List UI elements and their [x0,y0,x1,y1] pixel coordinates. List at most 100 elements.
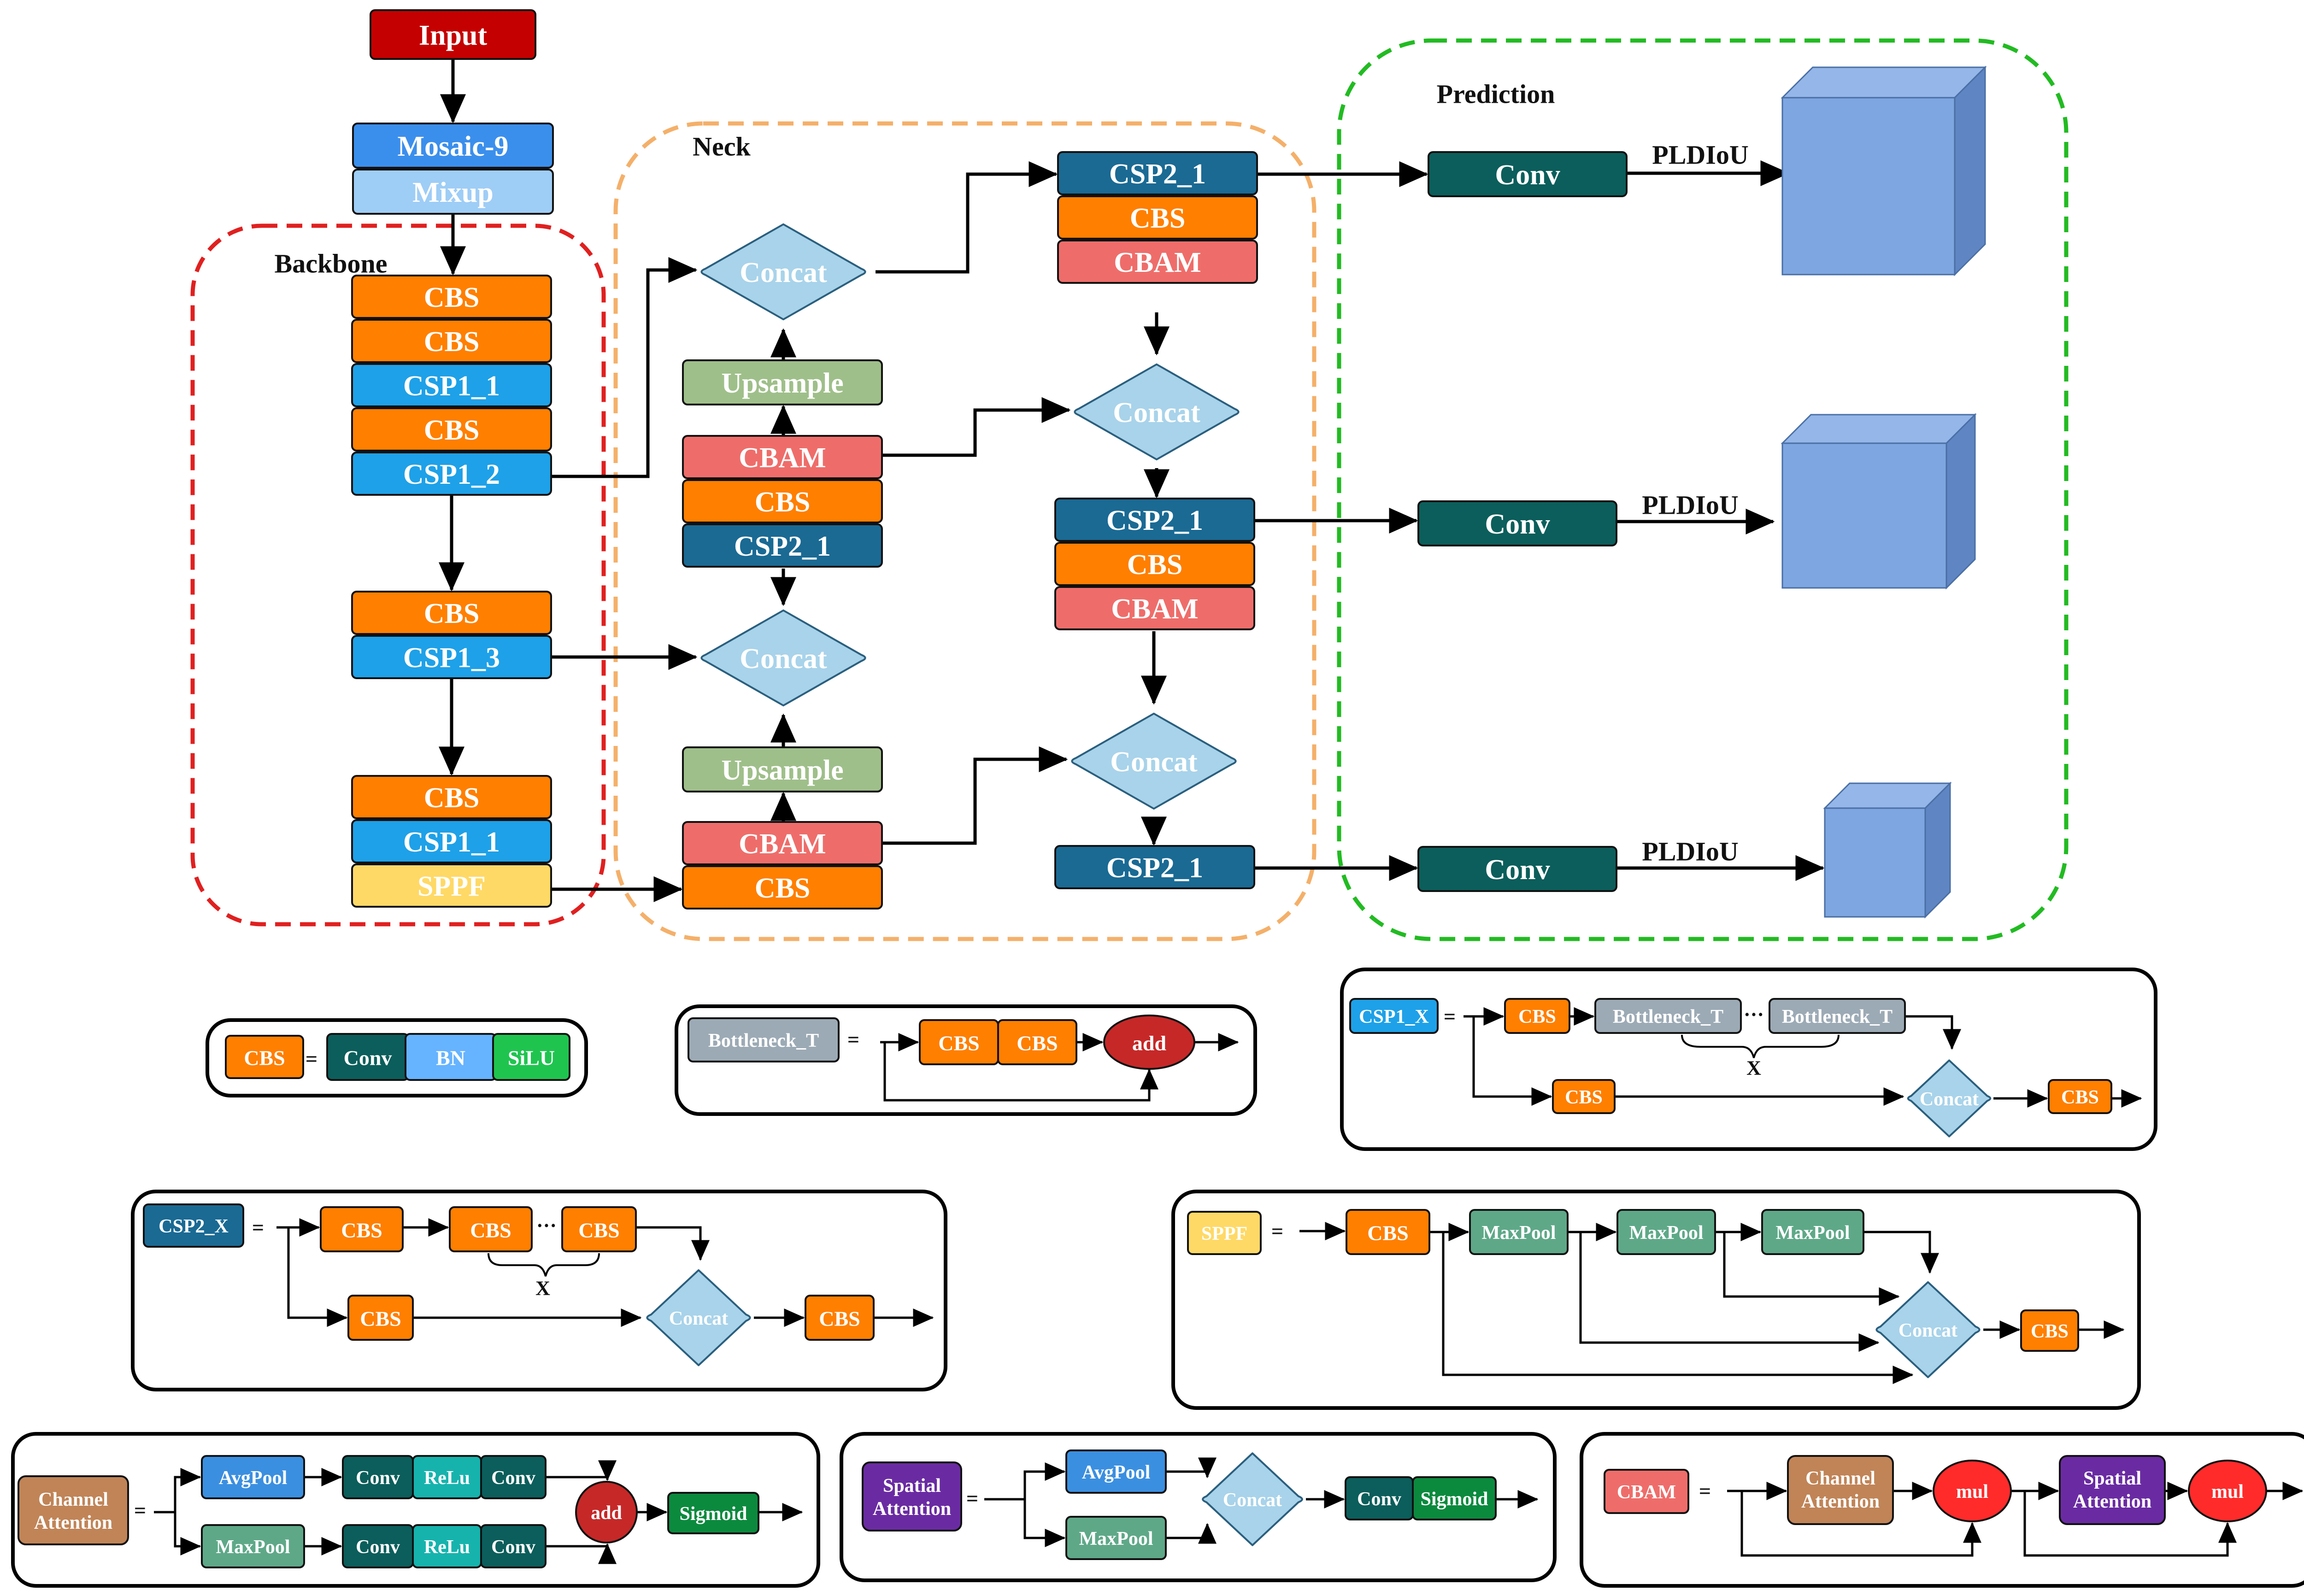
block-shape [1057,151,1258,195]
arrow-edge [1023,1499,1066,1547]
arrow-edge [1442,1232,1914,1384]
legend-channel-conv-2b: Conv [480,1524,547,1568]
neck-stack-low-1-cbs-block: CBS [682,865,883,909]
block-shape [682,821,883,865]
concat-shape [700,223,866,321]
concat-shape [1074,363,1240,461]
legend-bottleneck-name: Bottleneck_T [688,1017,840,1062]
conv-label: Conv [1485,854,1550,886]
cbs-label: CBS [938,1032,979,1055]
cbam-label: CBAM [1617,1482,1676,1503]
sppf-label: SPPF [417,871,486,902]
block-shape [1761,1209,1864,1255]
csp2-1-label: CSP2_1 [1106,852,1203,884]
csp2-1-label: CSP2_1 [1109,158,1206,190]
cbs-label: CBS [470,1219,511,1242]
backbone-stack1-3-cbs-block: CBS [351,407,552,452]
input-block: Input [370,9,536,60]
legend-csp1-frame [1340,968,2157,1151]
maxpool-label: MaxPool [1629,1222,1704,1244]
legend-sppf-frame [1171,1190,2141,1410]
block-shape [1187,1211,1262,1255]
block-shape [1552,1079,1616,1114]
prediction-cube-large [1781,65,1987,276]
block-shape [351,363,552,407]
block-shape [1054,586,1255,630]
legend-csp2-cbs-3: CBS [561,1206,637,1252]
block-shape [688,1017,840,1062]
legend-csp2-cbs-out: CBS [805,1295,875,1341]
legend-channel-avgpool: AvgPool [201,1455,305,1499]
arrow-edge [882,397,1071,457]
spatial-attention-label: Attention [2073,1491,2151,1512]
neck-right-low-csp2-block: CSP2_1 [1054,845,1255,889]
block-shape [1428,151,1628,197]
block-shape [682,865,883,909]
block-shape [1412,1476,1497,1520]
conv-label: Conv [1357,1489,1401,1510]
block-shape [351,819,552,863]
block-shape [1057,195,1258,240]
cbs-label: CBS [1130,203,1186,234]
block-shape [1417,846,1617,892]
cbam-label: CBAM [1114,247,1201,278]
cbs-label: CBS [1518,1006,1556,1027]
legend-spatial-concat: Concat [1202,1452,1303,1546]
upsample-top-block: Upsample [682,359,883,405]
neck-concat-right-top: Concat [1074,363,1240,461]
legend-sppf-maxpool-3: MaxPool [1761,1209,1864,1255]
cbam-label: CBAM [739,828,826,860]
block-shape [351,863,552,908]
conv-label: Conv [491,1537,535,1558]
concat-label: Concat [1898,1320,1957,1341]
op-shape [575,1481,638,1543]
backbone-region [190,223,606,927]
block-shape [1346,1209,1430,1255]
arrow-edge [174,1512,201,1555]
cbs-label: CBS [341,1219,382,1242]
equals-sign: = [1271,1220,1283,1243]
csp2-x-label: CSP2_X [159,1216,229,1237]
arrow-edge [1472,1016,1552,1106]
cube-front [1781,442,1947,589]
block-shape [352,169,554,215]
legend-sppf-cbs-out: CBS [2020,1309,2079,1352]
legend-csp2-frame [131,1190,947,1391]
csp2-1-label: CSP2_1 [734,531,831,562]
block-shape [143,1203,244,1248]
legend-cbam-mul-1: mul [1933,1460,2012,1522]
op-shape [2188,1460,2267,1522]
cube-side [1954,65,1986,276]
neck-stack-mid-2-csp2-1-block: CSP2_1 [682,523,883,568]
legend-bottleneck-cbs2: CBS [997,1019,1077,1065]
block-shape [1065,1516,1167,1560]
block-shape [480,1524,547,1568]
block-shape [351,775,552,819]
cube-front [1824,807,1926,918]
prediction-conv-low: Conv [1417,846,1617,892]
cbs-label: CBS [1565,1087,1603,1108]
backbone-stack3-0-cbs-block: CBS [351,775,552,819]
neck-right-mid-2-cbam-block: CBAM [1054,586,1255,630]
block-shape [1616,1209,1716,1255]
block-shape [682,435,883,479]
legend-csp1-concat: Concat [1907,1059,1992,1138]
arrow-edge [1579,1232,1880,1352]
block-shape [1057,240,1258,284]
conv-label: Conv [356,1537,400,1558]
cbam-label: CBAM [739,442,826,474]
concat-shape [646,1269,751,1367]
prediction-conv-top: Conv [1428,151,1628,197]
legend-channel-conv-1a: Conv [342,1455,414,1499]
block-shape [682,359,883,405]
concat-shape [1875,1281,1981,1379]
legend-csp2-cbs-1: CBS [320,1206,404,1252]
legend-channel-relu-a: ReLu [412,1455,482,1499]
legend-cbs-conv: Conv [326,1033,409,1081]
arrow-edge [1166,1523,1217,1544]
equals-sign: = [252,1216,264,1239]
neck-right-mid-0-csp2-1-block: CSP2_1 [1054,498,1255,542]
block-shape [352,123,554,169]
concat-label: Concat [740,257,827,288]
